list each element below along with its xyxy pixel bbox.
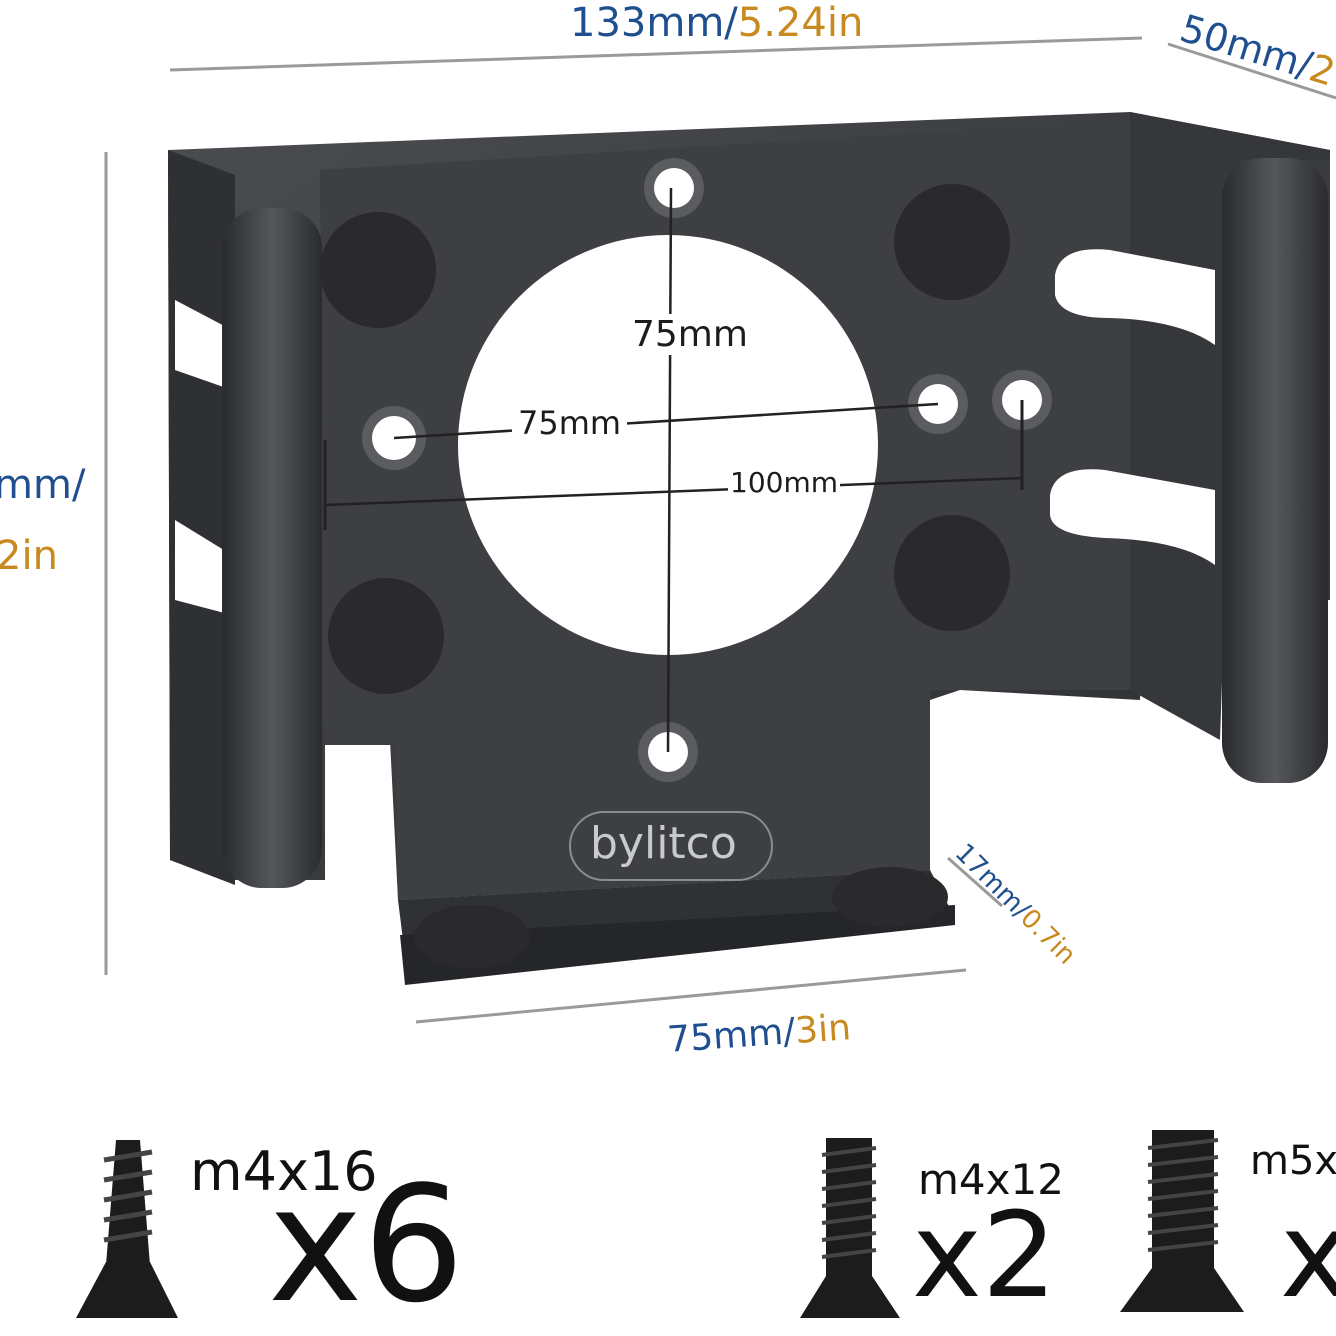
screw-qty-m4x12: x2 [912,1186,1057,1324]
width-dimension-line [169,36,1143,72]
bracket-right-lip [1222,158,1328,783]
height-dimension-inch: 2in [0,533,58,579]
lip-dimension-line [947,856,1003,908]
vesa-vertical-label: 75mm [628,314,752,355]
screw-size-m5: m5x1 [1250,1138,1336,1184]
brand-plate [569,811,773,881]
vesa-horizontal-line [393,402,939,440]
bottom-inch: 3in [793,1007,853,1052]
center-cutout [458,235,878,655]
right-wall-slot-top [1055,249,1215,345]
screw-qty-m5: x [1280,1186,1336,1324]
left-wall-slot-bottom [175,520,232,615]
mount-hole [654,168,694,208]
bottom-mm: 75mm [666,1011,785,1061]
vesa-horizontal-label: 75mm [512,404,628,442]
height-mm: mm [0,462,72,508]
screw-size-m4x12: m4x12 [918,1155,1064,1204]
machine-screw-icon [800,1138,900,1318]
rubber-pad [414,905,530,969]
machine-screw-icon [1120,1130,1244,1312]
bracket-bottom-lip-face [400,905,955,985]
height-dimension-mm: mm/ [0,462,85,508]
width-mm: 133mm [570,0,725,46]
rubber-pad [894,515,1010,631]
rubber-pad [320,212,436,328]
width-sep: / [724,0,738,46]
screw-qty-m4x16: x6 [268,1151,465,1336]
vesa-wide-line [324,476,1023,507]
rubber-pad [832,867,948,927]
bottom-dimension-line [415,968,967,1024]
height-inch: 2in [0,533,58,579]
tapping-screw-icon [76,1140,178,1318]
left-wall-slot-top [175,300,232,390]
brand-logo: bylitco [590,818,737,869]
height-sep: / [71,462,86,508]
vesa-wide-label: 100mm [728,466,840,499]
width-inch: 5.24in [737,0,864,46]
right-wall-slot-bottom [1050,469,1215,565]
bracket-left-lip [222,208,322,888]
depth-dimension-line [1167,42,1336,100]
rubber-pad [894,184,1010,300]
screw-size-m4x16: m4x16 [190,1140,378,1203]
vesa-vertical-line [666,187,673,753]
rubber-pad [328,578,444,694]
width-dimension-label: 133mm/5.24in [570,0,863,46]
